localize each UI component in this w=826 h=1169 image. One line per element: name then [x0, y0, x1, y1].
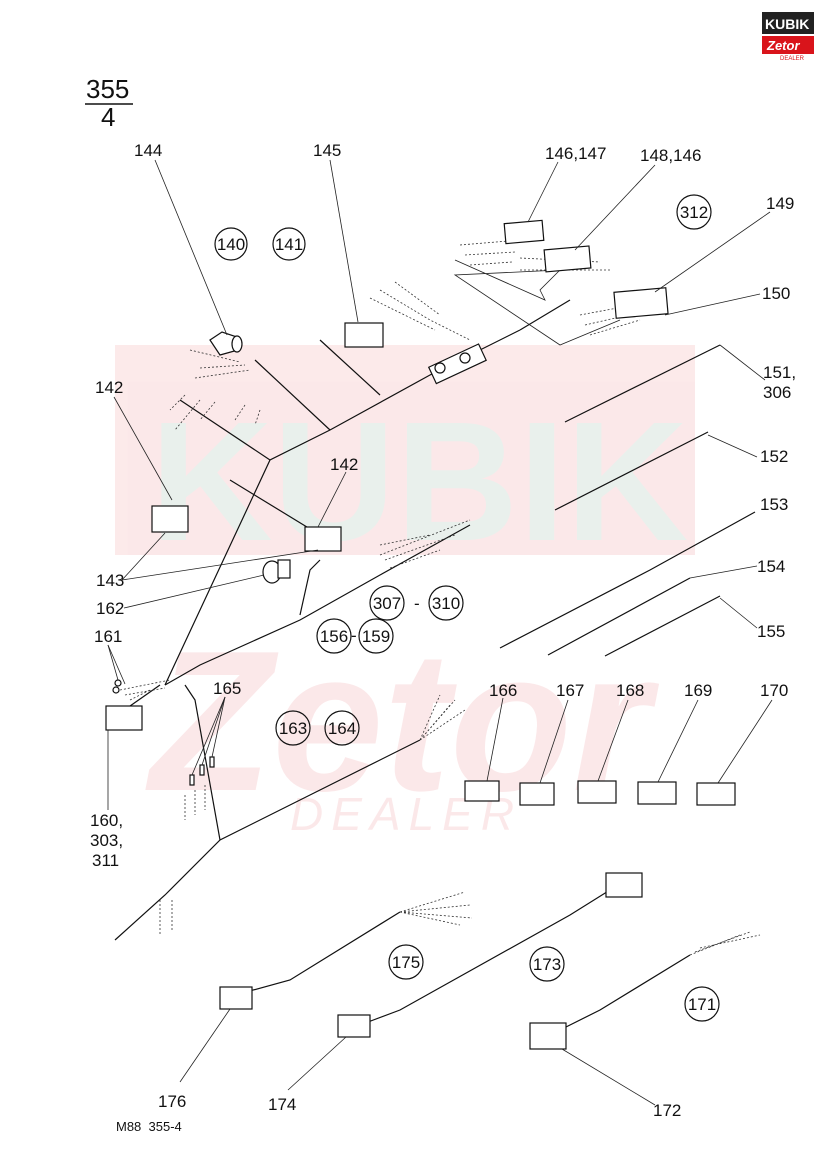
label-174: 174	[268, 1095, 296, 1114]
circled-156: 156	[316, 618, 352, 654]
circled-164: 164	[324, 710, 360, 746]
svg-text:156: 156	[320, 627, 348, 646]
label-142-right: 142	[330, 455, 358, 474]
watermark-zetor: Zetor	[145, 610, 659, 833]
circled-310: 310	[428, 585, 464, 621]
connector-172	[529, 1022, 567, 1050]
svg-text:159: 159	[362, 627, 390, 646]
leader-lines	[107, 159, 773, 1106]
svg-text:175: 175	[392, 953, 420, 972]
connector-160	[105, 705, 143, 731]
circled-159: 159	[358, 618, 394, 654]
watermark-kubik: KUBIK	[150, 387, 688, 577]
circled-141: 141	[272, 227, 306, 261]
svg-text:312: 312	[680, 203, 708, 222]
svg-text:310: 310	[432, 594, 460, 613]
label-155: 155	[757, 622, 785, 641]
label-143: 143	[96, 571, 124, 590]
label-176: 176	[158, 1092, 186, 1111]
logo-dealer-text: DEALER	[780, 56, 805, 62]
label-161: 161	[94, 627, 122, 646]
label-160-line2: 303,	[90, 831, 123, 850]
range-dash-156-159: -	[351, 626, 357, 645]
svg-text:140: 140	[217, 235, 245, 254]
drawing-code: M88 355-4	[116, 1119, 182, 1134]
circled-307: 307	[369, 585, 405, 621]
label-144: 144	[134, 141, 162, 160]
circled-140: 140	[214, 227, 248, 261]
svg-text:173: 173	[533, 955, 561, 974]
label-162: 162	[96, 599, 124, 618]
kubik-zetor-logo: KUBIK Zetor DEALER	[762, 12, 814, 62]
circled-171: 171	[684, 986, 720, 1022]
connector-145	[344, 322, 384, 348]
svg-text:307: 307	[373, 594, 401, 613]
label-151-306-line2: 306	[763, 383, 791, 402]
label-170: 170	[760, 681, 788, 700]
connector-149-150	[613, 287, 669, 319]
label-169: 169	[684, 681, 712, 700]
loose-wires	[499, 344, 756, 657]
bulb-162	[262, 559, 291, 584]
label-152: 152	[760, 447, 788, 466]
sheet-number: 4	[101, 102, 115, 132]
circled-163: 163	[275, 710, 311, 746]
main-harness	[109, 239, 661, 941]
label-167: 167	[556, 681, 584, 700]
label-151-306-line1: 151,	[763, 363, 796, 382]
connector-144	[209, 331, 243, 356]
label-142-left: 142	[95, 378, 123, 397]
wire-terminals-161	[112, 679, 122, 694]
connector-148-146	[543, 245, 592, 273]
label-166: 166	[489, 681, 517, 700]
circled-312: 312	[676, 194, 712, 230]
circled-173: 173	[529, 946, 565, 982]
svg-text:164: 164	[328, 719, 356, 738]
connector-170	[696, 782, 736, 806]
connector-168	[577, 780, 617, 804]
label-149: 149	[766, 194, 794, 213]
label-160-line1: 160,	[90, 811, 123, 830]
lower-harnesses	[219, 872, 761, 1050]
label-168: 168	[616, 681, 644, 700]
label-160-line3: 311	[92, 851, 119, 870]
circled-175: 175	[388, 944, 424, 980]
logo-zetor-text: Zetor	[766, 38, 800, 53]
svg-text:163: 163	[279, 719, 307, 738]
connector-146-147	[503, 219, 545, 245]
connector-176	[219, 986, 253, 1010]
connector-169	[637, 781, 677, 805]
connector-143-right	[304, 526, 342, 552]
connector-167	[519, 782, 555, 806]
logo-kubik-text: KUBIK	[765, 16, 809, 32]
label-145: 145	[313, 141, 341, 160]
connector-166	[464, 780, 500, 802]
svg-text:141: 141	[275, 235, 303, 254]
label-172: 172	[653, 1101, 681, 1120]
label-154: 154	[757, 557, 785, 576]
label-165: 165	[213, 679, 241, 698]
connector-174	[337, 1014, 371, 1038]
range-dash-307-310: -	[414, 594, 420, 613]
connector-173	[605, 872, 643, 898]
svg-text:171: 171	[688, 995, 716, 1014]
connector-143-left	[151, 505, 189, 533]
label-146-147: 146,147	[545, 144, 606, 163]
label-150: 150	[762, 284, 790, 303]
group-number: 355	[86, 74, 129, 104]
label-148-146: 148,146	[640, 146, 701, 165]
label-153: 153	[760, 495, 788, 514]
connector-multi-pin-centre	[427, 343, 487, 385]
